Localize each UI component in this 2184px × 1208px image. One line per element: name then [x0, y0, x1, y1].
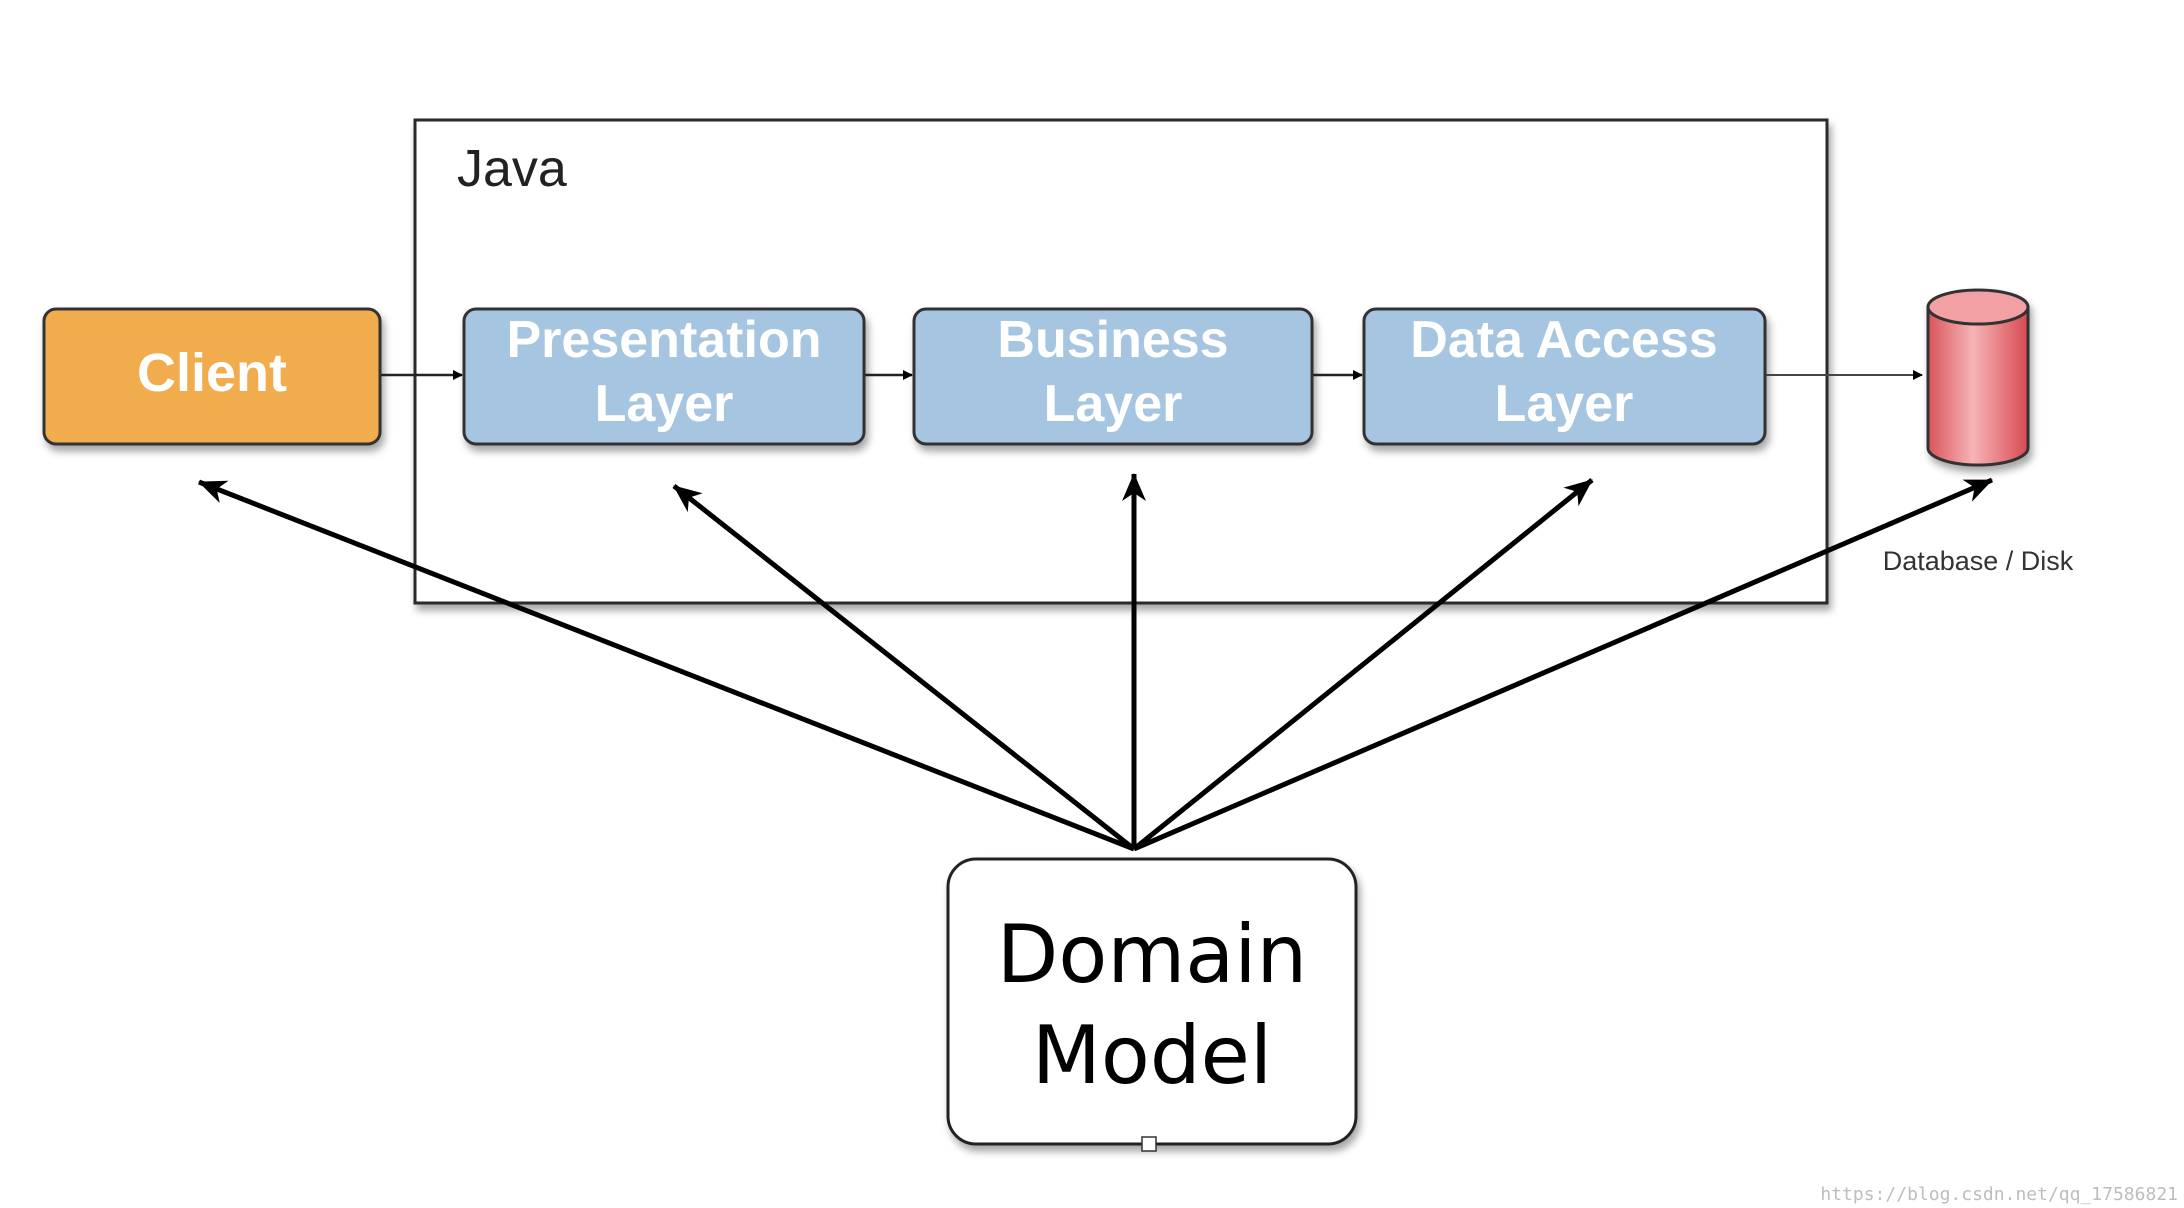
business-layer-label-line2: Layer — [1044, 375, 1183, 433]
data-access-layer-box — [1362, 307, 1767, 446]
data-access-layer-label-line2: Layer — [1495, 375, 1634, 433]
domain-to-presentation-arrow — [672, 484, 1136, 851]
domain-model-arrows — [198, 473, 1993, 852]
business-layer-label-line1: Business — [997, 311, 1228, 369]
database-label: Database / Disk — [1883, 546, 2074, 576]
watermark-text: https://blog.csdn.net/qq_17586821 — [1820, 1184, 2178, 1205]
presentation-layer-label-line1: Presentation — [507, 311, 822, 369]
domain-model-label-line1: Domain — [997, 908, 1307, 1001]
presentation-layer-label-line2: Layer — [595, 375, 734, 433]
domain-model-label-line2: Model — [1032, 1009, 1272, 1102]
domain-model-anchor-icon — [1141, 1136, 1157, 1152]
data-access-layer-label-line1: Data Access — [1410, 311, 1717, 369]
business-layer-box — [912, 307, 1314, 446]
client-box — [42, 307, 382, 446]
domain-to-database-arrow — [1133, 477, 1993, 852]
client-label: Client — [137, 343, 287, 403]
database-cylinder-icon — [1926, 288, 2030, 467]
domain-to-client-arrow — [198, 479, 1135, 852]
domain-to-data-access-arrow — [1132, 478, 1594, 851]
presentation-layer-box — [462, 307, 866, 446]
java-container-label: Java — [457, 140, 567, 198]
